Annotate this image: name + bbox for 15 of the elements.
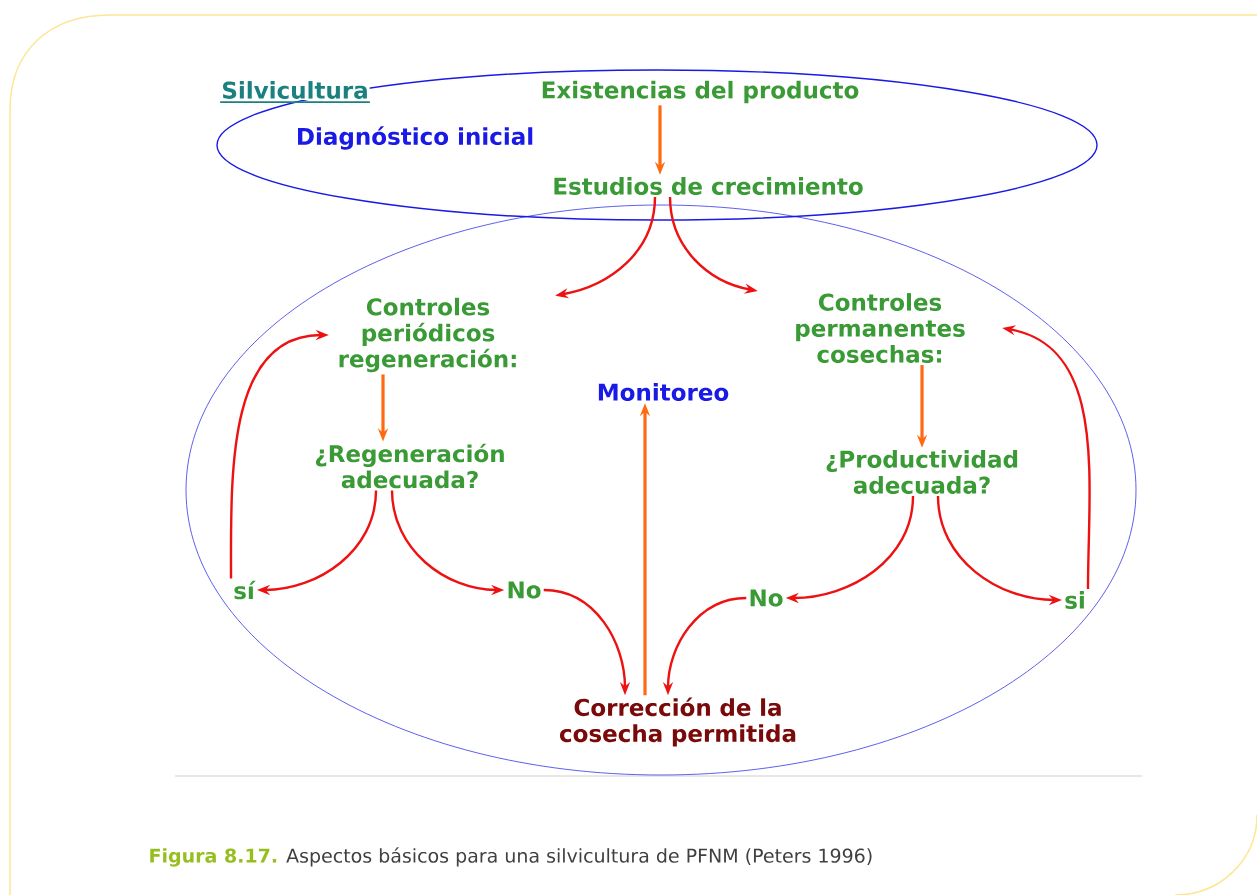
node-text: Estudios de crecimiento [554, 177, 863, 195]
answer-text: No [750, 589, 783, 607]
answer-text: No [508, 581, 541, 599]
ellipse [185, 204, 1137, 776]
question-text: ¿Productividad adecuada? [826, 450, 1018, 494]
node-text: Existencias del producto [542, 80, 859, 104]
node-text: Monitoreo [598, 383, 729, 401]
heading-text: Silvicultura [219, 80, 371, 103]
node-text: Controles permanentes cosechas: [796, 293, 965, 363]
caption: Figura 8.17. Aspectos básicos para una silvicultura de PFNM (Peters 1996) [150, 847, 872, 867]
answer-text: si [1065, 591, 1084, 609]
result-text: Corrección de la cosecha permitida [560, 697, 796, 747]
question-text: ¿Regeneración adecuada? [315, 443, 504, 489]
answer-text: sí [234, 580, 256, 600]
node-text: Controles periódicos regeneración: [339, 297, 516, 373]
